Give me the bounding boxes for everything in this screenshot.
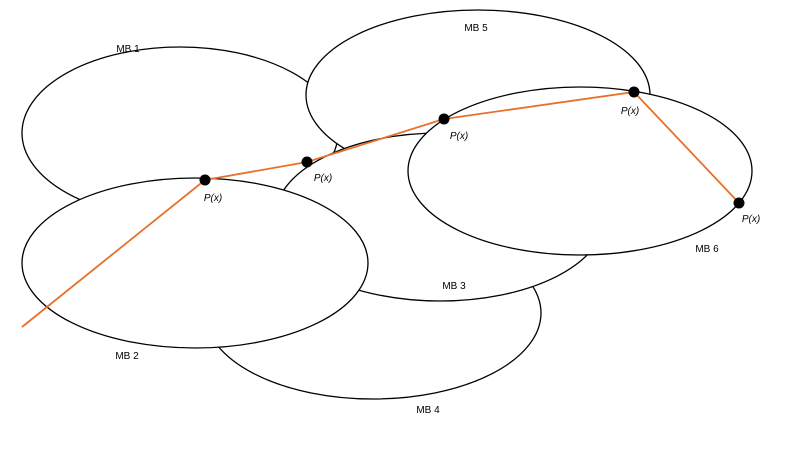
point-label: P(x) bbox=[621, 106, 639, 117]
point-label: P(x) bbox=[450, 131, 468, 142]
region-label-mb3: MB 3 bbox=[442, 281, 466, 292]
region-label-mb2: MB 2 bbox=[115, 351, 139, 362]
point-marker bbox=[438, 113, 450, 125]
region-label-mb6: MB 6 bbox=[695, 244, 719, 255]
region-label-mb1: MB 1 bbox=[116, 44, 140, 55]
point-marker bbox=[628, 86, 640, 98]
region-label-mb4: MB 4 bbox=[416, 405, 440, 416]
region-label-mb5: MB 5 bbox=[464, 23, 488, 34]
region-mb6-ellipse bbox=[407, 86, 753, 256]
point-label: P(x) bbox=[314, 173, 332, 184]
point-marker bbox=[301, 156, 313, 168]
point-marker bbox=[733, 197, 745, 209]
point-label: P(x) bbox=[204, 193, 222, 204]
path-line bbox=[21, 91, 740, 328]
point-marker bbox=[199, 174, 211, 186]
region-mb2-ellipse bbox=[21, 177, 369, 349]
point-label: P(x) bbox=[742, 214, 760, 225]
